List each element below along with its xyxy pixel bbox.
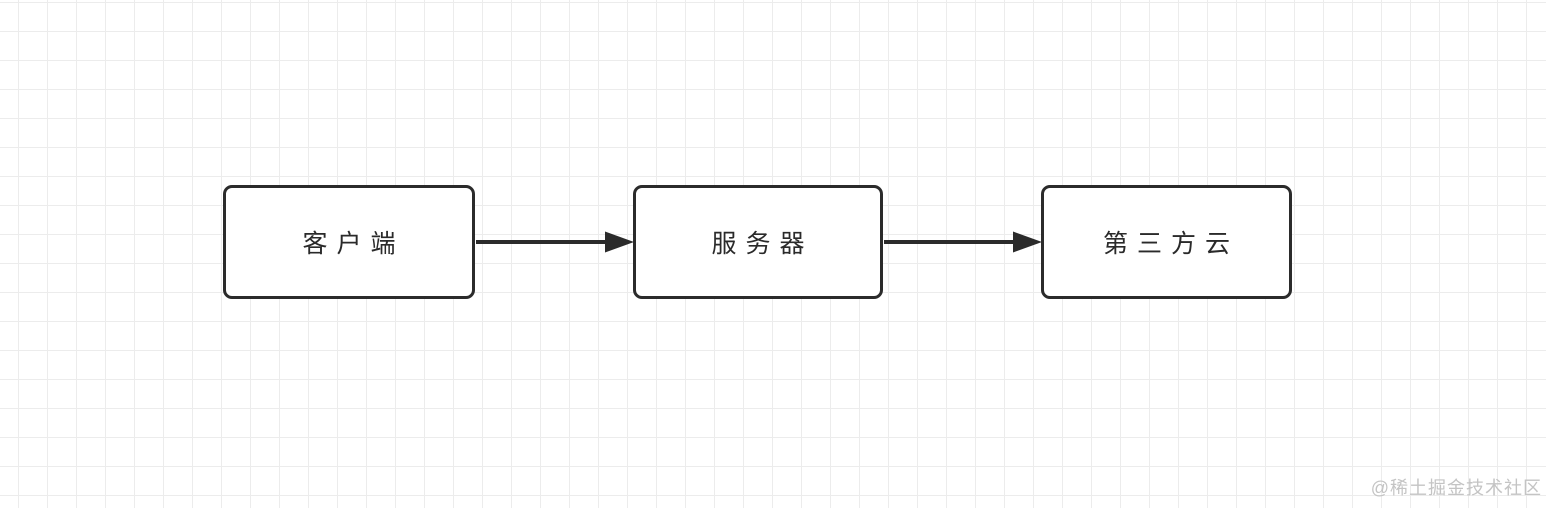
arrowhead-right-icon <box>605 231 634 253</box>
node-server: 服务器 <box>633 185 883 299</box>
arrow-client-to-server <box>476 231 634 253</box>
arrow-server-to-cloud <box>884 231 1042 253</box>
node-third-party-cloud: 第三方云 <box>1041 185 1292 299</box>
node-server-label: 服务器 <box>711 230 814 258</box>
node-client: 客户端 <box>223 185 475 299</box>
node-third-party-cloud-label: 第三方云 <box>1102 230 1239 258</box>
arrowhead-right-icon <box>1013 231 1042 253</box>
watermark: @稀土掘金技术社区 <box>1370 478 1542 498</box>
node-client-label: 客户端 <box>302 230 405 258</box>
